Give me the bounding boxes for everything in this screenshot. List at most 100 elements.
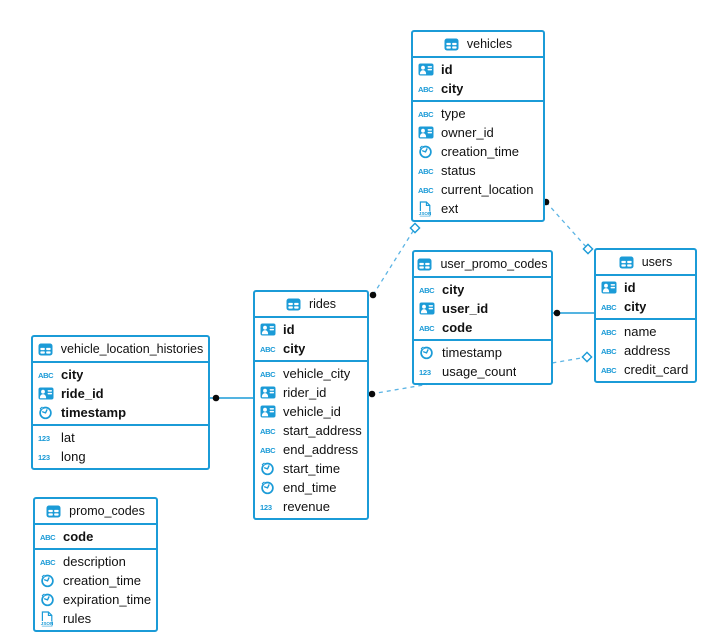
id-badge-icon [260,323,278,336]
svg-text:ABC: ABC [601,366,617,375]
field-name: long [61,449,86,464]
section-divider [596,318,695,320]
field-vehicles-city: ABC city [413,79,543,98]
field-name: type [441,106,466,121]
relation-vehicles-users [542,198,594,255]
field-name: ride_id [61,386,104,401]
field-name: timestamp [442,345,502,360]
123-text-icon: 123 [419,367,437,377]
json-document-icon: JSON [40,610,58,627]
field-name: owner_id [441,125,494,140]
svg-text:ABC: ABC [418,110,434,119]
abc-text-icon: ABC [418,109,436,119]
relation-line [372,227,416,296]
field-vehicle_location_histories-timestamp: timestamp [33,403,208,422]
field-name: city [61,367,84,382]
id-badge-icon [419,302,437,315]
field-name: credit_card [624,362,689,377]
abc-text-icon: ABC [38,370,56,380]
relation-line [545,201,589,250]
field-name: name [624,324,657,339]
field-name: city [624,299,647,314]
field-name: rules [63,611,92,626]
field-name: id [624,280,636,295]
field-rides-end_time: end_time [255,478,367,497]
clock-icon [38,405,56,420]
abc-text-icon: ABC [601,302,619,312]
table-grid-icon [286,298,304,311]
abc-text-icon: ABC [419,323,437,333]
field-name: id [283,322,295,337]
abc-text-icon: ABC [418,166,436,176]
json-document-icon: JSON [418,200,436,217]
field-vehicle_location_histories-city: ABC city [33,365,208,384]
table-grid-icon [619,256,637,269]
svg-text:ABC: ABC [260,446,276,455]
svg-text:123: 123 [38,434,50,443]
field-name: city [441,81,464,96]
abc-text-icon: ABC [260,369,278,379]
svg-text:ABC: ABC [418,167,434,176]
svg-text:123: 123 [38,453,50,462]
field-user_promo_codes-user_id: user_id [414,299,551,318]
table-header-rides: rides [255,292,367,318]
primary-key-section: id ABC city [596,276,695,318]
field-name: end_address [283,442,359,457]
field-name: status [441,163,476,178]
clock-icon [419,345,437,360]
relation-user_promo_codes-users [553,309,594,317]
primary-key-section: id ABC city [413,58,543,100]
abc-text-icon: ABC [40,532,58,542]
field-name: city [442,282,465,297]
field-name: city [283,341,306,356]
field-promo_codes-creation_time: creation_time [35,571,156,590]
id-badge-icon [418,126,436,139]
field-rides-city: ABC city [255,339,367,358]
table-title: users [641,255,673,269]
field-promo_codes-rules: JSON rules [35,609,156,628]
abc-text-icon: ABC [418,185,436,195]
123-text-icon: 123 [38,452,56,462]
field-name: lat [61,430,75,445]
abc-text-icon: ABC [601,327,619,337]
clock-icon [418,144,436,159]
field-vehicle_location_histories-ride_id: ride_id [33,384,208,403]
id-badge-icon [260,405,278,418]
field-name: address [624,343,671,358]
svg-text:ABC: ABC [419,324,435,333]
clock-icon [40,573,58,588]
columns-section: 123 lat 123 long [33,426,208,468]
relation-diamond-end [581,351,593,363]
relation-dot-end [368,390,376,398]
field-user_promo_codes-timestamp: timestamp [414,343,551,362]
abc-text-icon: ABC [260,445,278,455]
svg-text:ABC: ABC [260,345,276,354]
svg-text:ABC: ABC [40,558,56,567]
svg-text:ABC: ABC [418,85,434,94]
section-divider [255,360,367,362]
field-name: creation_time [63,573,142,588]
field-users-id: id [596,278,695,297]
field-vehicles-id: id [413,60,543,79]
field-rides-end_address: ABC end_address [255,440,367,459]
section-divider [413,100,543,102]
